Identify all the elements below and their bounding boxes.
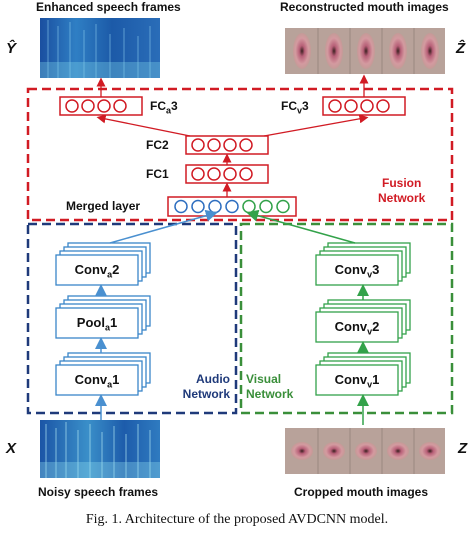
fca3-layer — [59, 96, 143, 116]
cropped-mouth-images — [285, 428, 445, 474]
merged-layer-label: Merged layer — [66, 199, 141, 213]
visual-conv1-label: Convv1 — [334, 372, 380, 390]
merged-layer — [167, 196, 297, 217]
audio-conv1-label: Conva1 — [74, 372, 120, 390]
enhanced-speech-title: Enhanced speech frames — [36, 0, 181, 14]
audio-conv2-label: Conva2 — [74, 262, 120, 280]
fcv3-label: FCv3 — [281, 99, 309, 116]
visual-conv3-label: Convv3 — [334, 262, 380, 280]
audio-pool1-label: Poola1 — [76, 315, 118, 333]
visual-conv2-stack — [315, 299, 411, 343]
noisy-spectrogram-image — [40, 420, 160, 478]
fc2-label: FC2 — [146, 138, 169, 152]
z-symbol: Z — [458, 440, 468, 457]
fcv3-layer — [322, 96, 406, 116]
audio-conv1-stack — [55, 352, 151, 396]
audio-pool1-stack — [55, 295, 151, 339]
y-hat-symbol: Ŷ — [6, 40, 17, 57]
fusion-network-box — [26, 87, 454, 222]
figure-caption: Fig. 1. Architecture of the proposed AVD… — [85, 512, 389, 527]
fc2-layer — [185, 135, 269, 155]
visual-conv3-stack — [315, 242, 411, 286]
fusion-connections — [96, 74, 369, 197]
noisy-speech-title: Noisy speech frames — [38, 485, 159, 499]
fca3-label: FCa3 — [150, 99, 178, 116]
fc1-layer — [185, 164, 269, 184]
audio-arrows — [95, 209, 218, 420]
visual-network-box — [239, 222, 454, 415]
x-symbol: X — [6, 440, 17, 457]
enhanced-spectrogram-image — [40, 18, 160, 78]
visual-arrows — [246, 209, 369, 425]
audio-network-box — [26, 222, 238, 415]
cropped-mouth-title: Cropped mouth images — [294, 485, 429, 499]
visual-conv1-stack — [315, 352, 411, 396]
fc1-label: FC1 — [146, 167, 169, 181]
visual-conv2-label: Convv2 — [334, 319, 380, 337]
reconstructed-mouth-title: Reconstructed mouth images — [280, 0, 449, 14]
z-hat-symbol: Ẑ — [456, 40, 466, 57]
reconstructed-mouth-images — [285, 28, 445, 74]
